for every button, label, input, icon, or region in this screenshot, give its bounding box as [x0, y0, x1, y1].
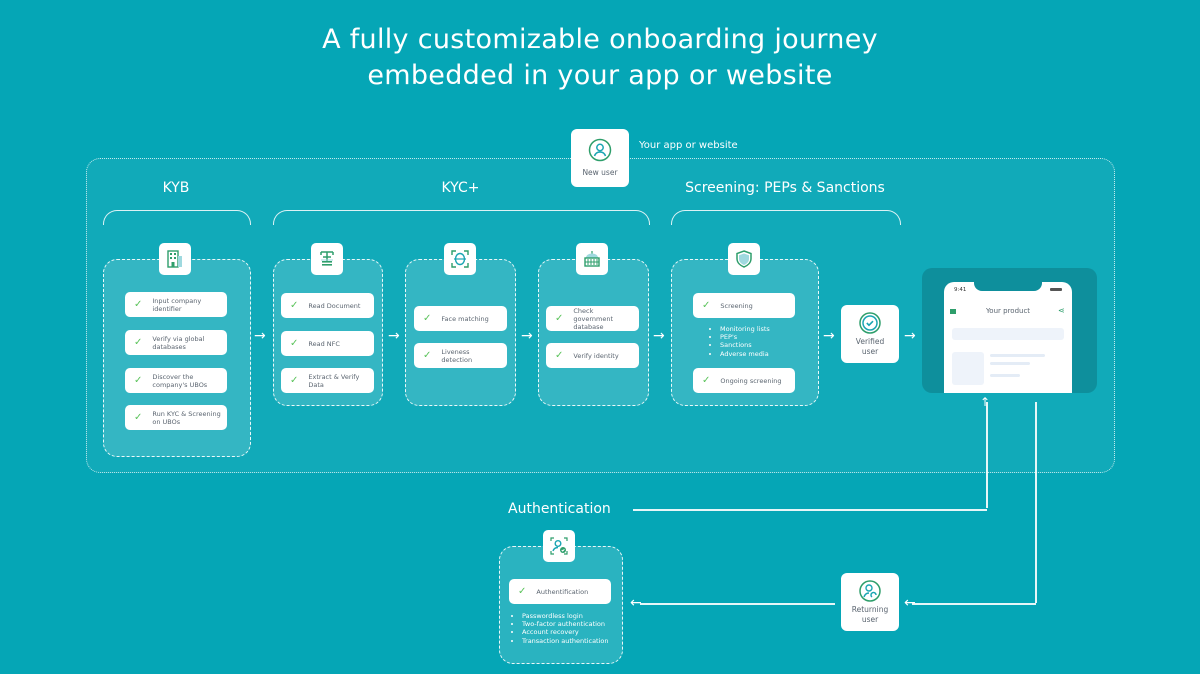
check-icon: ✓	[134, 411, 143, 423]
arrow-right-icon: →	[653, 328, 665, 344]
container-label: Your app or website	[639, 140, 738, 151]
kyb-item-2: ✓Verify via global databases	[125, 330, 227, 355]
check-icon: ✓	[134, 374, 143, 386]
face-box	[405, 259, 516, 406]
arrow-right-icon: →	[254, 328, 266, 344]
arrow-left-icon: ←	[904, 595, 916, 611]
authentication-bullets: Passwordless login Two-factor authentica…	[510, 612, 609, 645]
text-placeholder	[990, 362, 1030, 365]
check-icon: ✓	[134, 336, 143, 348]
document-item-3: ✓Extract & Verify Data	[281, 368, 374, 393]
text-placeholder	[990, 374, 1020, 377]
check-icon: ✓	[423, 349, 432, 361]
kyb-icon-box	[159, 243, 191, 275]
face-icon-box	[444, 243, 476, 275]
brace-kyb	[103, 210, 251, 225]
product-phone: 9:41 Your product ⋖	[944, 282, 1072, 393]
check-icon: ✓	[423, 312, 432, 324]
brace-kyc	[273, 210, 650, 225]
kyb-item-4: ✓Run KYC & Screening on UBOs	[125, 405, 227, 430]
auth-connector-horizontal	[633, 509, 987, 511]
phone-notch	[974, 282, 1042, 291]
authentication-label: Authentication	[508, 501, 611, 517]
screening-item-1: ✓Screening	[693, 293, 795, 318]
brace-screening	[671, 210, 901, 225]
battery-icon	[1050, 288, 1062, 291]
returning-connector-horizontal	[912, 603, 1036, 605]
government-box	[538, 259, 649, 406]
title-line-2: embedded in your app or website	[367, 60, 833, 91]
share-icon[interactable]: ⋖	[1058, 306, 1065, 315]
screening-bullets: Monitoring lists PEP's Sanctions Adverse…	[708, 325, 770, 358]
check-icon: ✓	[134, 298, 143, 310]
arrow-right-icon: →	[904, 328, 916, 344]
authentication-item-1: ✓Authentification	[509, 579, 611, 604]
check-icon: ✓	[702, 299, 711, 311]
returning-user-node: Returning user	[841, 573, 899, 631]
face-item-2: ✓Liveness detection	[414, 343, 507, 368]
arrow-right-icon: →	[388, 328, 400, 344]
check-icon: ✓	[290, 337, 299, 349]
authentication-icon-box	[543, 530, 575, 562]
government-building-icon	[584, 251, 600, 267]
arrow-left-icon: ←	[630, 595, 642, 611]
returning-user-label-2: user	[861, 614, 879, 624]
kyb-item-1: ✓Input company identifier	[125, 292, 227, 317]
document-scan-icon	[320, 251, 334, 266]
returning-user-label-1: Returning	[851, 604, 889, 614]
arrow-right-icon: →	[823, 328, 835, 344]
verified-user-label-1: Verified	[855, 336, 885, 346]
user-refresh-icon	[859, 579, 881, 602]
arrow-right-icon: →	[521, 328, 533, 344]
face-scan-icon	[451, 250, 469, 268]
user-check-scan-icon	[550, 537, 568, 555]
check-icon: ✓	[555, 312, 564, 324]
product-title: Your product	[985, 307, 1031, 315]
tab-bar-placeholder	[952, 328, 1064, 340]
document-icon-box	[311, 243, 343, 275]
check-icon: ✓	[290, 374, 299, 386]
government-icon-box	[576, 243, 608, 275]
authentication-box	[499, 546, 623, 664]
phone-time: 9:41	[954, 287, 967, 293]
check-badge-icon	[859, 311, 881, 334]
section-label-screening: Screening: PEPs & Sanctions	[685, 180, 885, 196]
shield-icon	[736, 250, 752, 268]
kyb-item-3: ✓Discover the company's UBOs	[125, 368, 227, 393]
screening-icon-box	[728, 243, 760, 275]
new-user-node: New user	[571, 129, 629, 187]
text-placeholder	[990, 354, 1045, 357]
verified-user-node: Verified user	[841, 305, 899, 363]
auth-return-connector	[640, 603, 835, 605]
menu-icon[interactable]	[950, 309, 956, 314]
government-item-1: ✓Check government database	[546, 306, 639, 331]
face-item-1: ✓Face matching	[414, 306, 507, 331]
document-item-1: ✓Read Document	[281, 293, 374, 318]
arrow-up-icon: ↑	[980, 395, 991, 409]
section-label-kyc: KYC+	[441, 180, 480, 196]
check-icon: ✓	[290, 299, 299, 311]
government-item-2: ✓Verify identity	[546, 343, 639, 368]
title-line-1: A fully customizable onboarding journey	[322, 24, 878, 55]
auth-connector-vertical	[986, 402, 988, 508]
returning-connector-vertical	[1035, 402, 1037, 603]
image-placeholder	[952, 352, 984, 385]
check-icon: ✓	[518, 585, 527, 597]
document-item-2: ✓Read NFC	[281, 331, 374, 356]
page-title: A fully customizable onboarding journey …	[0, 22, 1200, 94]
check-icon: ✓	[702, 374, 711, 386]
building-icon	[167, 250, 182, 268]
section-label-kyb: KYB	[162, 180, 190, 196]
check-icon: ✓	[555, 349, 564, 361]
screening-item-2: ✓Ongoing screening	[693, 368, 795, 393]
new-user-label: New user	[582, 168, 618, 177]
user-circle-icon	[588, 138, 612, 162]
verified-user-label-2: user	[861, 346, 879, 356]
